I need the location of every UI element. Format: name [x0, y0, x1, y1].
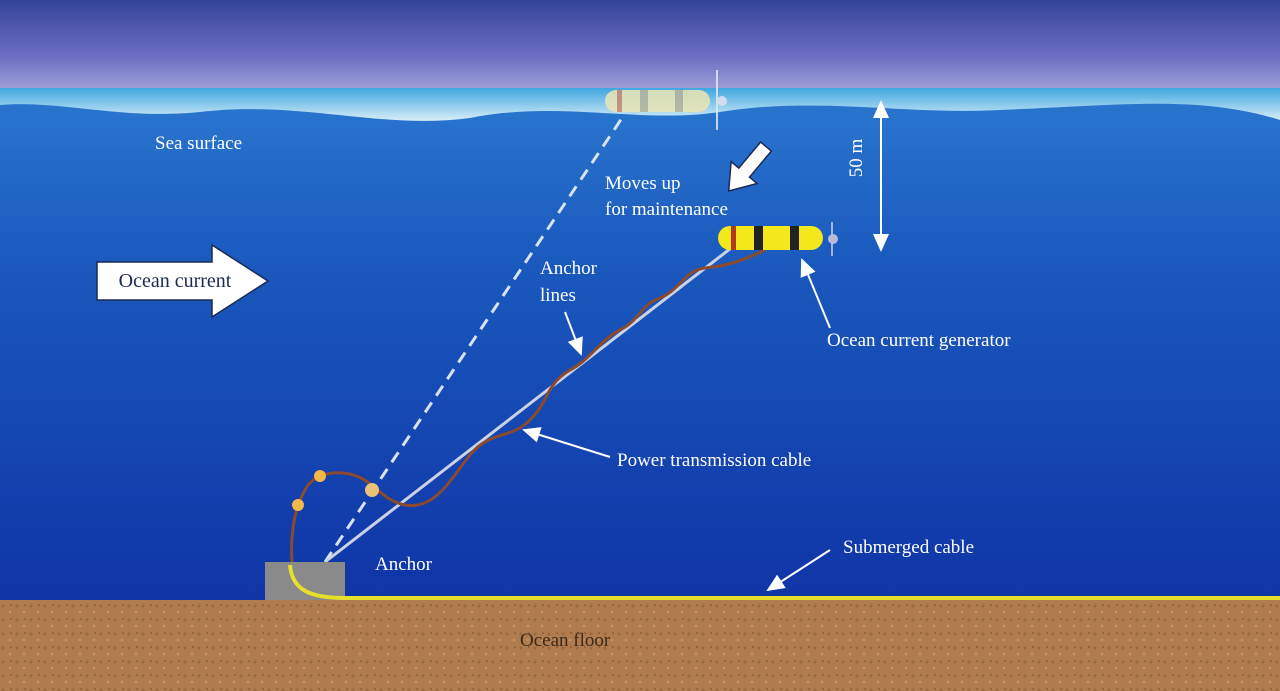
- moves-up-label-line2: for maintenance: [605, 199, 728, 220]
- float-buoy: [365, 483, 379, 497]
- anchor-block: [265, 562, 345, 600]
- sea: [0, 88, 1280, 603]
- ocean-floor: [0, 600, 1280, 691]
- depth-label: 50 m: [846, 139, 867, 178]
- ocean-current-label: Ocean current: [119, 270, 232, 292]
- float-buoy: [292, 499, 304, 511]
- ocean-floor-label: Ocean floor: [520, 630, 611, 651]
- ocean-current-generator: [718, 222, 838, 256]
- power-cable-pointer: [522, 427, 611, 458]
- anchor-lines-label-line2: lines: [540, 285, 576, 306]
- submerged-cable-pointer: [766, 549, 831, 592]
- generator-label: Ocean current generator: [827, 330, 1011, 351]
- submerged-cable: [288, 564, 1280, 600]
- anchor-label: Anchor: [375, 554, 433, 575]
- power-transmission-cable: [290, 248, 766, 563]
- power-cable-label: Power transmission cable: [617, 450, 811, 471]
- ocean-current-arrow: Ocean current: [96, 243, 270, 319]
- anchor-line: [324, 243, 736, 564]
- sky: [0, 0, 1280, 95]
- float-buoy: [314, 470, 326, 482]
- moves-up-label-line1: Moves up: [605, 173, 680, 194]
- anchor-lines-pointer: [564, 311, 583, 356]
- generator-surfaced: [605, 70, 727, 130]
- generator-pointer: [800, 258, 831, 329]
- moves-up-arrow: [727, 140, 773, 192]
- anchor-lines-label-line1: Anchor: [540, 258, 598, 279]
- submerged-cable-label: Submerged cable: [843, 537, 974, 558]
- sea-surface-label: Sea surface: [155, 133, 242, 154]
